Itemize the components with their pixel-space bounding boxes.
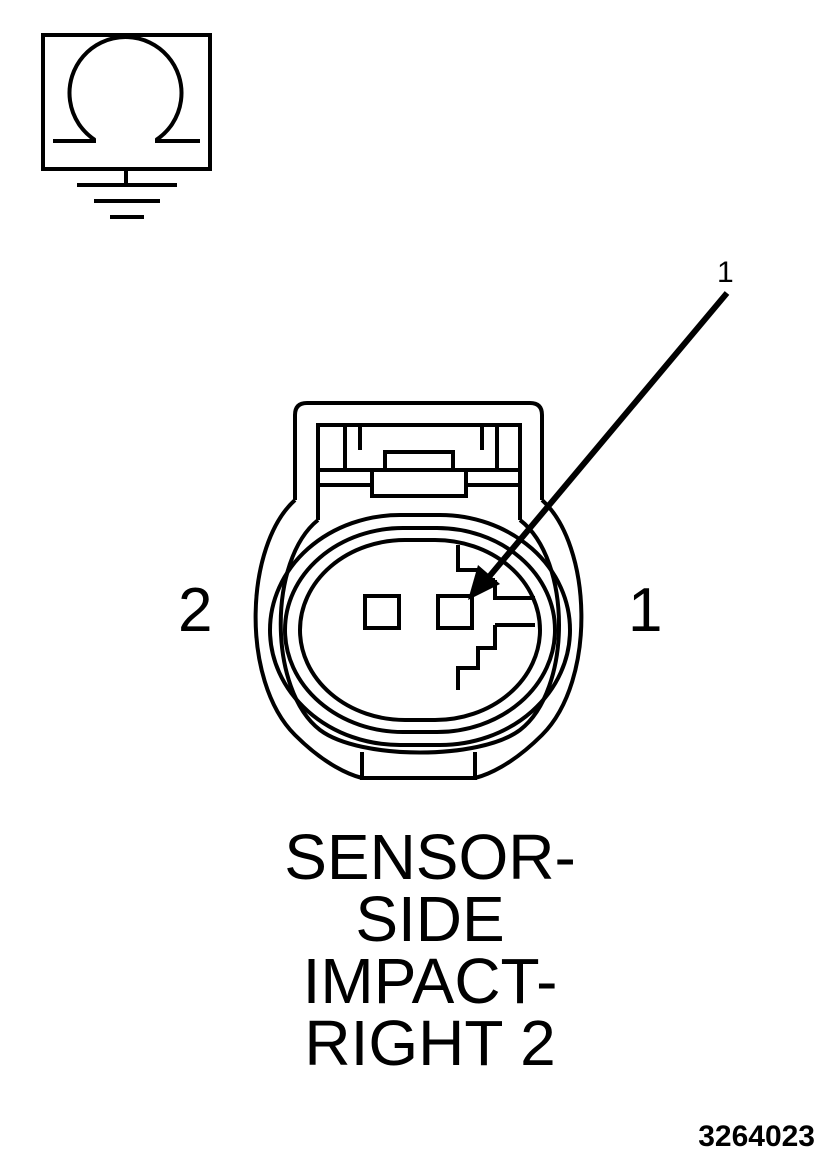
- callout-number: 1: [717, 256, 734, 289]
- callout-arrow: [468, 291, 730, 600]
- connector-title: SENSOR- SIDE IMPACT- RIGHT 2: [220, 821, 640, 1079]
- title-line-1: SENSOR-: [284, 821, 576, 893]
- ohm-ground-icon: [41, 33, 212, 219]
- pin-2-label: 2: [178, 576, 213, 645]
- title-line-2: SIDE: [355, 883, 505, 955]
- pin-1-label: 1: [628, 576, 663, 645]
- figure-id: 3264023: [698, 1120, 815, 1153]
- title-line-3: IMPACT-: [302, 945, 558, 1017]
- connector-housing: [253, 401, 584, 780]
- title-line-4: RIGHT 2: [304, 1007, 556, 1079]
